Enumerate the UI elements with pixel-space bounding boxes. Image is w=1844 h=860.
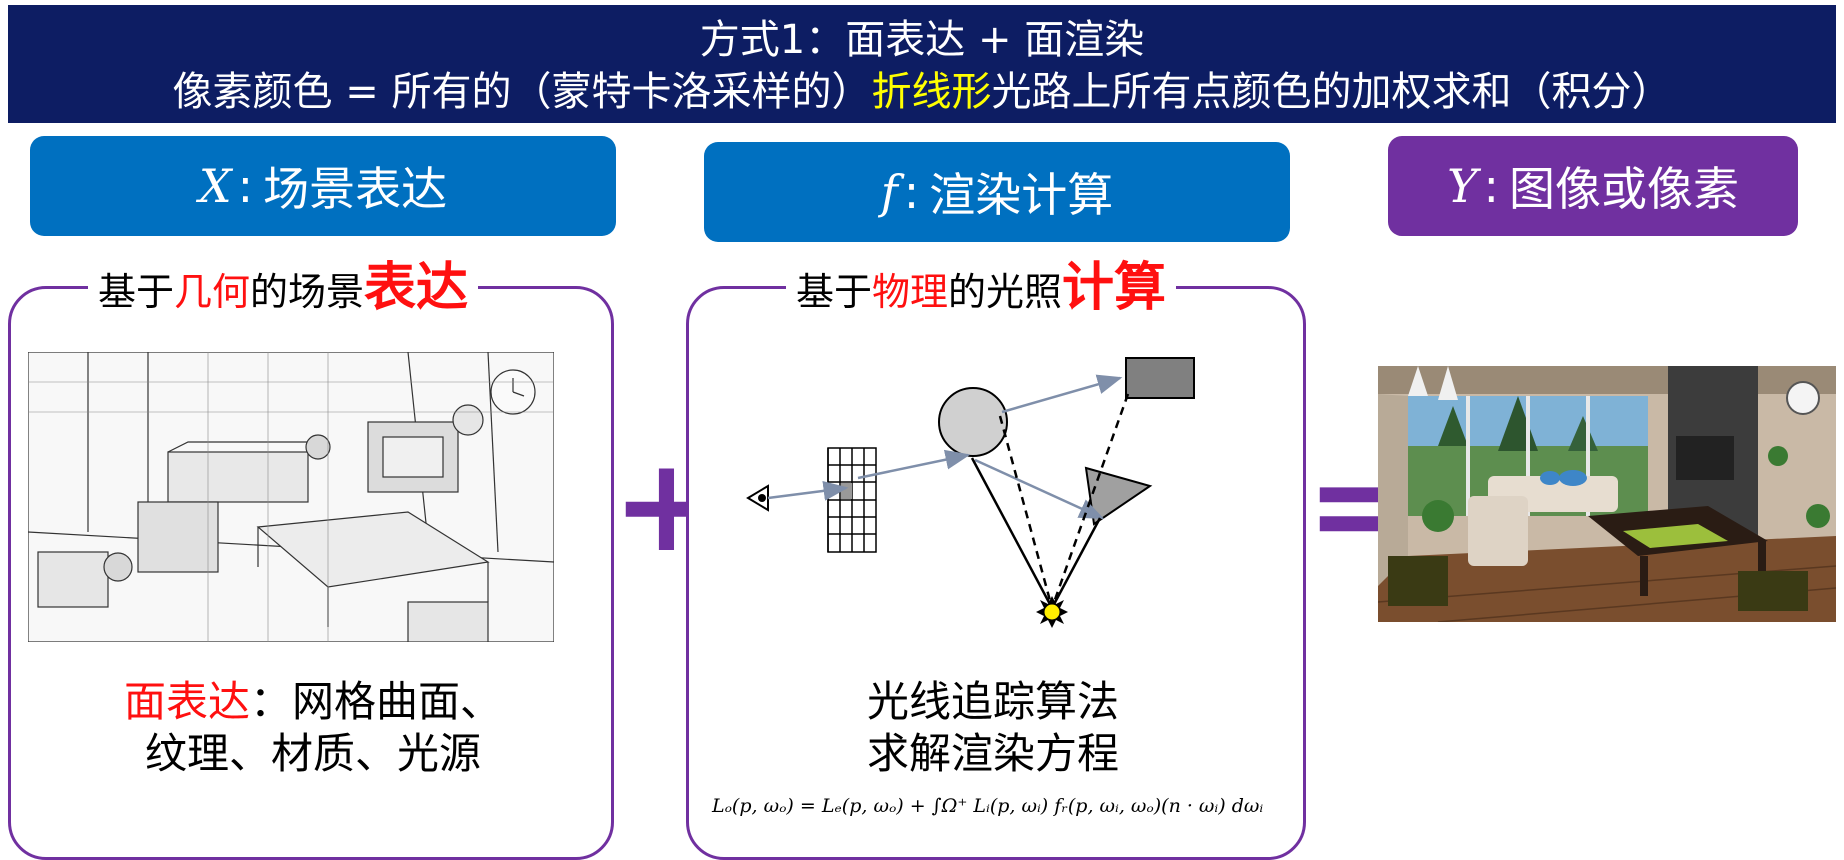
- x-colon: :: [237, 159, 254, 213]
- header-subtitle: 像素颜色 = 所有的（蒙特卡洛采样的）折线形光路上所有点颜色的加权求和（积分）: [8, 67, 1836, 117]
- x-variable: X: [198, 159, 232, 213]
- middle-caption-line2: 求解渲染方程: [866, 729, 1119, 778]
- shadow-rays: [970, 393, 1130, 609]
- wireframe-scene-image: [28, 352, 554, 642]
- f-colon: :: [903, 165, 920, 219]
- ray-tracing-diagram: [746, 357, 1195, 628]
- y-colon: :: [1483, 159, 1499, 213]
- left-caption-rest: ：网格曲面、: [250, 677, 503, 726]
- eye-icon: [746, 484, 769, 512]
- y-label: 图像或像素: [1508, 162, 1739, 216]
- left-caption-line2: 纹理、材质、光源: [144, 729, 481, 778]
- middle-title-pre: 基于: [796, 270, 873, 314]
- middle-caption-line1: 光线追踪算法: [866, 677, 1119, 726]
- left-panel-title: 基于几何的场景表达: [88, 258, 479, 322]
- y-variable: Y: [1447, 159, 1478, 213]
- middle-caption: 光线追踪算法 求解渲染方程: [700, 676, 1286, 780]
- left-caption: 面表达：网格曲面、 纹理、材质、光源: [28, 676, 598, 780]
- middle-title-big: 计算: [1062, 258, 1167, 318]
- camera-rays: [767, 374, 1123, 520]
- left-title-big: 表达: [364, 258, 469, 318]
- y-image-pill: Y : 图像或像素: [1388, 136, 1798, 236]
- rendering-equation: Lₒ(p, ωₒ) = Lₑ(p, ωₒ) + ∫Ω⁺ Lᵢ(p, ωᵢ) fᵣ…: [712, 795, 1264, 817]
- sphere-object: [938, 387, 1008, 457]
- left-caption-line1: 面表达：网格曲面、: [28, 676, 598, 728]
- f-label: 渲染计算: [929, 168, 1114, 222]
- left-title-pre: 基于: [98, 270, 175, 314]
- header-subtitle-pre: 像素颜色 = 所有的（蒙特卡洛采样的）: [172, 69, 872, 115]
- x-label: 场景表达: [263, 162, 448, 216]
- image-plane-grid: [827, 447, 877, 553]
- box-object: [1125, 357, 1195, 399]
- f-render-pill: f : 渲染计算: [704, 142, 1290, 242]
- middle-title-mid: 的光照: [948, 270, 1063, 314]
- header-subtitle-highlight: 折线形: [871, 69, 992, 115]
- left-title-mid: 的场景: [250, 270, 365, 314]
- lighting-computation-panel: [686, 286, 1306, 860]
- f-variable: f: [880, 165, 898, 219]
- header-subtitle-post: 光路上所有点颜色的加权求和（积分）: [991, 69, 1672, 115]
- left-title-red: 几何: [174, 270, 251, 314]
- header-title: 方式1：面表达 + 面渲染: [699, 17, 1145, 63]
- x-scene-pill: X : 场景表达: [30, 136, 616, 236]
- left-caption-red: 面表达: [123, 677, 250, 726]
- rendered-room-image: [1378, 366, 1836, 622]
- middle-panel-title: 基于物理的光照计算: [786, 258, 1177, 322]
- header-banner: 方式1：面表达 + 面渲染 像素颜色 = 所有的（蒙特卡洛采样的）折线形光路上所…: [8, 5, 1836, 123]
- light-source-icon: [1036, 596, 1068, 628]
- middle-title-red: 物理: [872, 270, 949, 314]
